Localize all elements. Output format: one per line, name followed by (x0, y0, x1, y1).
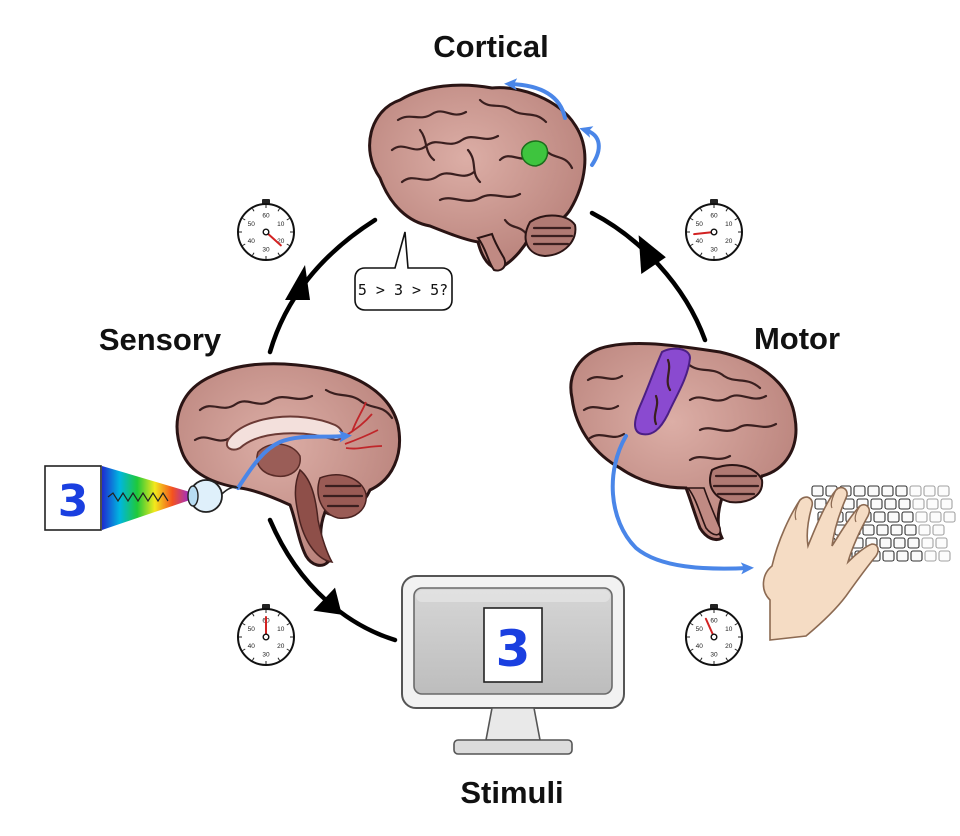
stopwatch-number: 50 (696, 626, 704, 633)
visual-pathway-arrow (236, 430, 352, 490)
stopwatch-number: 30 (262, 246, 270, 253)
label-stimuli: Stimuli (460, 775, 563, 810)
stopwatch-number: 50 (248, 221, 256, 228)
thought-bubble: 5 > 3 > 5? (354, 231, 453, 311)
corpus-callosum (226, 415, 344, 451)
stopwatch-number: 40 (248, 643, 256, 650)
stopwatch-number: 40 (248, 238, 256, 245)
stopwatch-number: 20 (725, 238, 733, 245)
arrow-head-cortical-to-motor (638, 235, 666, 274)
stopwatch-number: 10 (277, 626, 285, 633)
motor-brainstem (686, 487, 722, 536)
stopwatch-number: 30 (262, 651, 270, 658)
cycle-arrows (267, 210, 708, 643)
label-sensory: Sensory (99, 322, 222, 357)
label-motor: Motor (754, 321, 840, 356)
thought-bubble-text: 5 > 3 > 5? (358, 281, 448, 299)
stopwatch-number: 10 (725, 626, 733, 633)
motor-signal-arrow (610, 434, 754, 575)
stopwatch-icon: 60 10 20 30 40 50 (685, 199, 743, 261)
stopwatch-number: 20 (277, 238, 285, 245)
motor-brain (569, 342, 798, 575)
stimulus-card (44, 465, 102, 531)
monitor-display-card (483, 607, 543, 683)
stopwatch-number: 50 (248, 626, 256, 633)
arrow-head-sensory-to-cortical (285, 265, 310, 300)
light-wave (107, 491, 169, 503)
arrow-head-stimuli-to-sensory (313, 587, 342, 615)
sensory-input: 3 (44, 465, 239, 531)
stopwatch-number: 30 (710, 651, 718, 658)
stopwatch-number: 10 (725, 221, 733, 228)
stopwatch-number: 40 (696, 643, 704, 650)
arrow-sensory-to-cortical (267, 217, 378, 355)
stopwatch-number: 40 (696, 238, 704, 245)
stimulus-card-digit: 3 (58, 476, 89, 527)
monitor-display-digit: 3 (496, 620, 531, 678)
angular-gyrus-highlight (520, 140, 549, 167)
label-cortical: Cortical (433, 29, 548, 64)
hand-icon (762, 486, 879, 641)
stopwatch-number: 10 (277, 221, 285, 228)
eye-icon (187, 479, 239, 513)
stopwatch-number: 60 (262, 212, 270, 219)
stopwatches: 6010203040506010203040506010203040506010… (237, 199, 743, 666)
sensory-brain (175, 362, 402, 567)
stopwatch-number: 50 (696, 221, 704, 228)
stopwatch-icon: 60 10 20 30 40 50 (685, 604, 743, 666)
sensory-brainstem (294, 468, 334, 563)
motor-cortex-highlight (634, 347, 692, 436)
cortical-brain (368, 78, 601, 272)
stopwatch-number: 60 (710, 212, 718, 219)
thalamus (256, 443, 301, 478)
computer-monitor-icon: 3 (401, 575, 625, 755)
feedback-arrows (504, 78, 601, 167)
stopwatch-number: 20 (725, 643, 733, 650)
arrow-cortical-to-motor (589, 210, 708, 343)
stopwatch-number: 30 (710, 246, 718, 253)
motor-cerebellum (709, 464, 764, 504)
brainstem (476, 232, 506, 272)
stopwatch-number: 60 (710, 617, 718, 624)
stopwatch-icon: 60 10 20 30 40 50 (237, 199, 295, 261)
stopwatch-number: 20 (277, 643, 285, 650)
